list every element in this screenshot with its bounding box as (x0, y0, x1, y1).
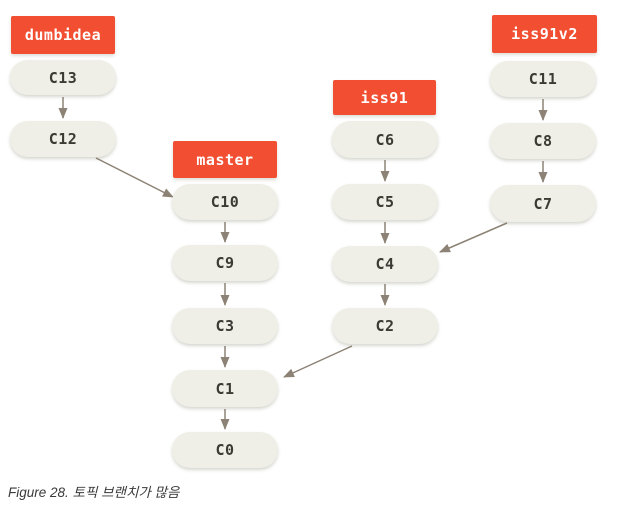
commit-node-c8: C8 (490, 123, 596, 159)
branch-label-master: master (173, 141, 277, 178)
branch-label-iss91: iss91 (333, 80, 436, 115)
figure-caption: Figure 28. 토픽 브랜치가 많음 (8, 485, 180, 500)
commit-node-c5: C5 (332, 184, 438, 220)
commit-node-c3: C3 (172, 308, 278, 344)
commit-node-c11: C11 (490, 61, 596, 97)
commit-node-c1: C1 (172, 370, 278, 407)
commit-node-c10: C10 (172, 184, 278, 220)
commit-node-c12: C12 (10, 121, 116, 157)
commit-node-c2: C2 (332, 308, 438, 344)
commit-node-c4: C4 (332, 246, 438, 282)
commit-node-c7: C7 (490, 185, 596, 222)
commit-node-c9: C9 (172, 245, 278, 281)
branch-label-iss91v2: iss91v2 (492, 15, 597, 53)
branch-label-dumbidea: dumbidea (11, 16, 115, 54)
commit-node-c13: C13 (10, 60, 116, 95)
commit-node-c6: C6 (332, 121, 438, 158)
commit-node-c0: C0 (172, 432, 278, 468)
